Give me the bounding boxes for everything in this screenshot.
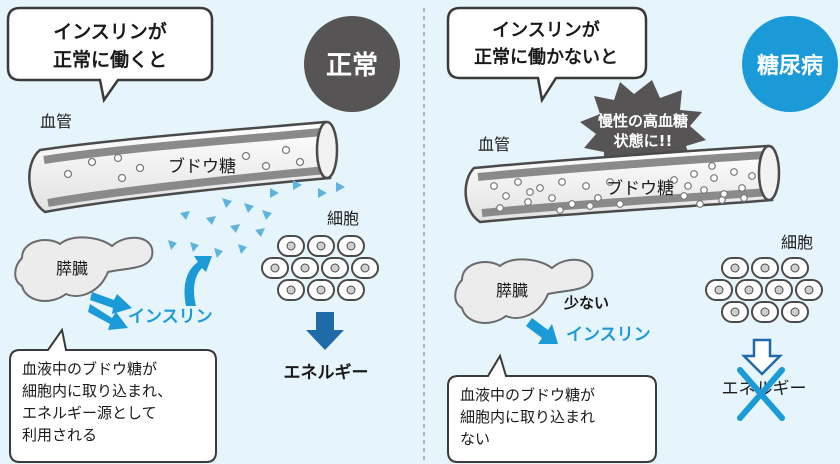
left-glucose-particles <box>168 180 345 258</box>
left-pancreas-label: 膵臓 <box>56 259 88 278</box>
right-bubble-line2: 正常に働かないと <box>474 46 618 68</box>
diabetes-badge-label: 糖尿病 <box>757 53 823 79</box>
glucose-dot <box>586 202 594 210</box>
glucose-dot <box>502 192 510 200</box>
normal-badge-label: 正常 <box>326 51 378 81</box>
left-caption-bubble: 血液中のブドウ糖が 細胞内に取り込まれ、 エネルギー源として 利用される <box>9 327 217 463</box>
glucose-dot <box>556 206 564 214</box>
burst-line1: 慢性の高血糖 <box>598 112 688 130</box>
blocked-x-mark <box>737 367 785 421</box>
glucose-dot <box>490 182 498 190</box>
left-glucose-label: ブドウ糖 <box>168 156 236 177</box>
right-caption-line3: ない <box>460 430 490 448</box>
right-glucose-label: ブドウ糖 <box>606 178 674 199</box>
left-caption-line4: 利用される <box>22 426 97 444</box>
left-caption-line3: エネルギー源として <box>22 404 157 422</box>
glucose-dot <box>670 176 678 184</box>
right-pancreas-label: 膵臓 <box>496 281 528 300</box>
glucose-dot <box>748 172 756 180</box>
glucose-dot <box>690 170 698 178</box>
glucose-dot <box>594 194 602 202</box>
normal-badge: 正常 <box>304 16 400 112</box>
right-speech-bubble: インスリンが 正常に働かないと <box>446 6 648 104</box>
left-bubble-line2: 正常に働くと <box>53 48 167 71</box>
right-bubble-line1: インスリンが <box>492 19 600 41</box>
glucose-dot <box>558 178 566 186</box>
glucose-dot <box>730 168 738 176</box>
glucose-dot <box>696 200 704 208</box>
glucose-dot <box>568 200 576 208</box>
left-insulin-label: インスリン <box>128 307 213 327</box>
left-speech-bubble: インスリンが 正常に働くと <box>6 6 214 104</box>
right-caption-line2: 細胞内に取り込まれ <box>460 408 595 426</box>
right-energy-arrow <box>740 338 784 376</box>
glucose-dot <box>738 184 746 192</box>
small-amount-label: 少ない <box>563 294 609 312</box>
glucose-dot <box>496 204 504 212</box>
left-panel: インスリンが 正常に働くと 正常 血管 ブドウ糖 <box>6 6 400 463</box>
glucose-dot <box>616 200 624 208</box>
glucose-dot <box>536 184 544 192</box>
glucose-dot <box>524 198 532 206</box>
right-insulin-label: インスリン <box>566 325 651 345</box>
left-caption-line2: 細胞内に取り込まれ、 <box>22 382 172 400</box>
right-caption-line1: 血液中のブドウ糖が <box>460 386 595 404</box>
glucose-dot <box>548 194 556 202</box>
glucose-dot <box>680 192 688 200</box>
glucose-dot <box>606 178 614 186</box>
left-pancreas: 膵臓 <box>14 236 154 302</box>
left-insulin-arrows <box>88 256 212 330</box>
right-cell-cluster <box>705 257 823 323</box>
right-insulin-arrow <box>526 318 558 344</box>
left-bubble-line1: インスリンが <box>53 20 167 43</box>
left-vessel-label: 血管 <box>40 112 72 131</box>
right-cell-label: 細胞 <box>781 233 813 252</box>
glucose-dot <box>526 188 534 196</box>
glucose-dot <box>514 178 522 186</box>
glucose-dot <box>718 196 726 204</box>
glucose-dot <box>684 182 692 190</box>
diabetes-badge: 糖尿病 <box>742 16 838 112</box>
right-panel: インスリンが 正常に働かないと 糖尿病 慢性の高血糖 状態に!! 血管 ブドウ糖… <box>446 6 838 463</box>
left-energy-arrow <box>306 312 344 350</box>
left-energy-label: エネルギー <box>284 363 369 383</box>
left-caption-line1: 血液中のブドウ糖が <box>22 360 157 378</box>
right-blood-vessel: ブドウ糖 <box>464 144 781 224</box>
right-pancreas: 膵臓 <box>454 258 594 324</box>
glucose-dot <box>710 174 718 182</box>
right-caption-bubble: 血液中のブドウ糖が 細胞内に取り込まれ ない <box>447 353 657 463</box>
glucose-dot <box>740 194 748 202</box>
left-cell-cluster <box>261 235 379 301</box>
right-glucose-dots <box>490 162 756 214</box>
glucose-dot <box>708 162 716 170</box>
left-blood-vessel: ブドウ糖 <box>28 120 339 214</box>
burst-line2: 状態に!! <box>614 132 673 150</box>
glucose-dot <box>582 182 590 190</box>
left-glucose-dots <box>63 145 305 183</box>
right-vessel-label: 血管 <box>478 135 510 154</box>
glucose-dot <box>700 186 708 194</box>
left-cell-label: 細胞 <box>327 209 359 228</box>
